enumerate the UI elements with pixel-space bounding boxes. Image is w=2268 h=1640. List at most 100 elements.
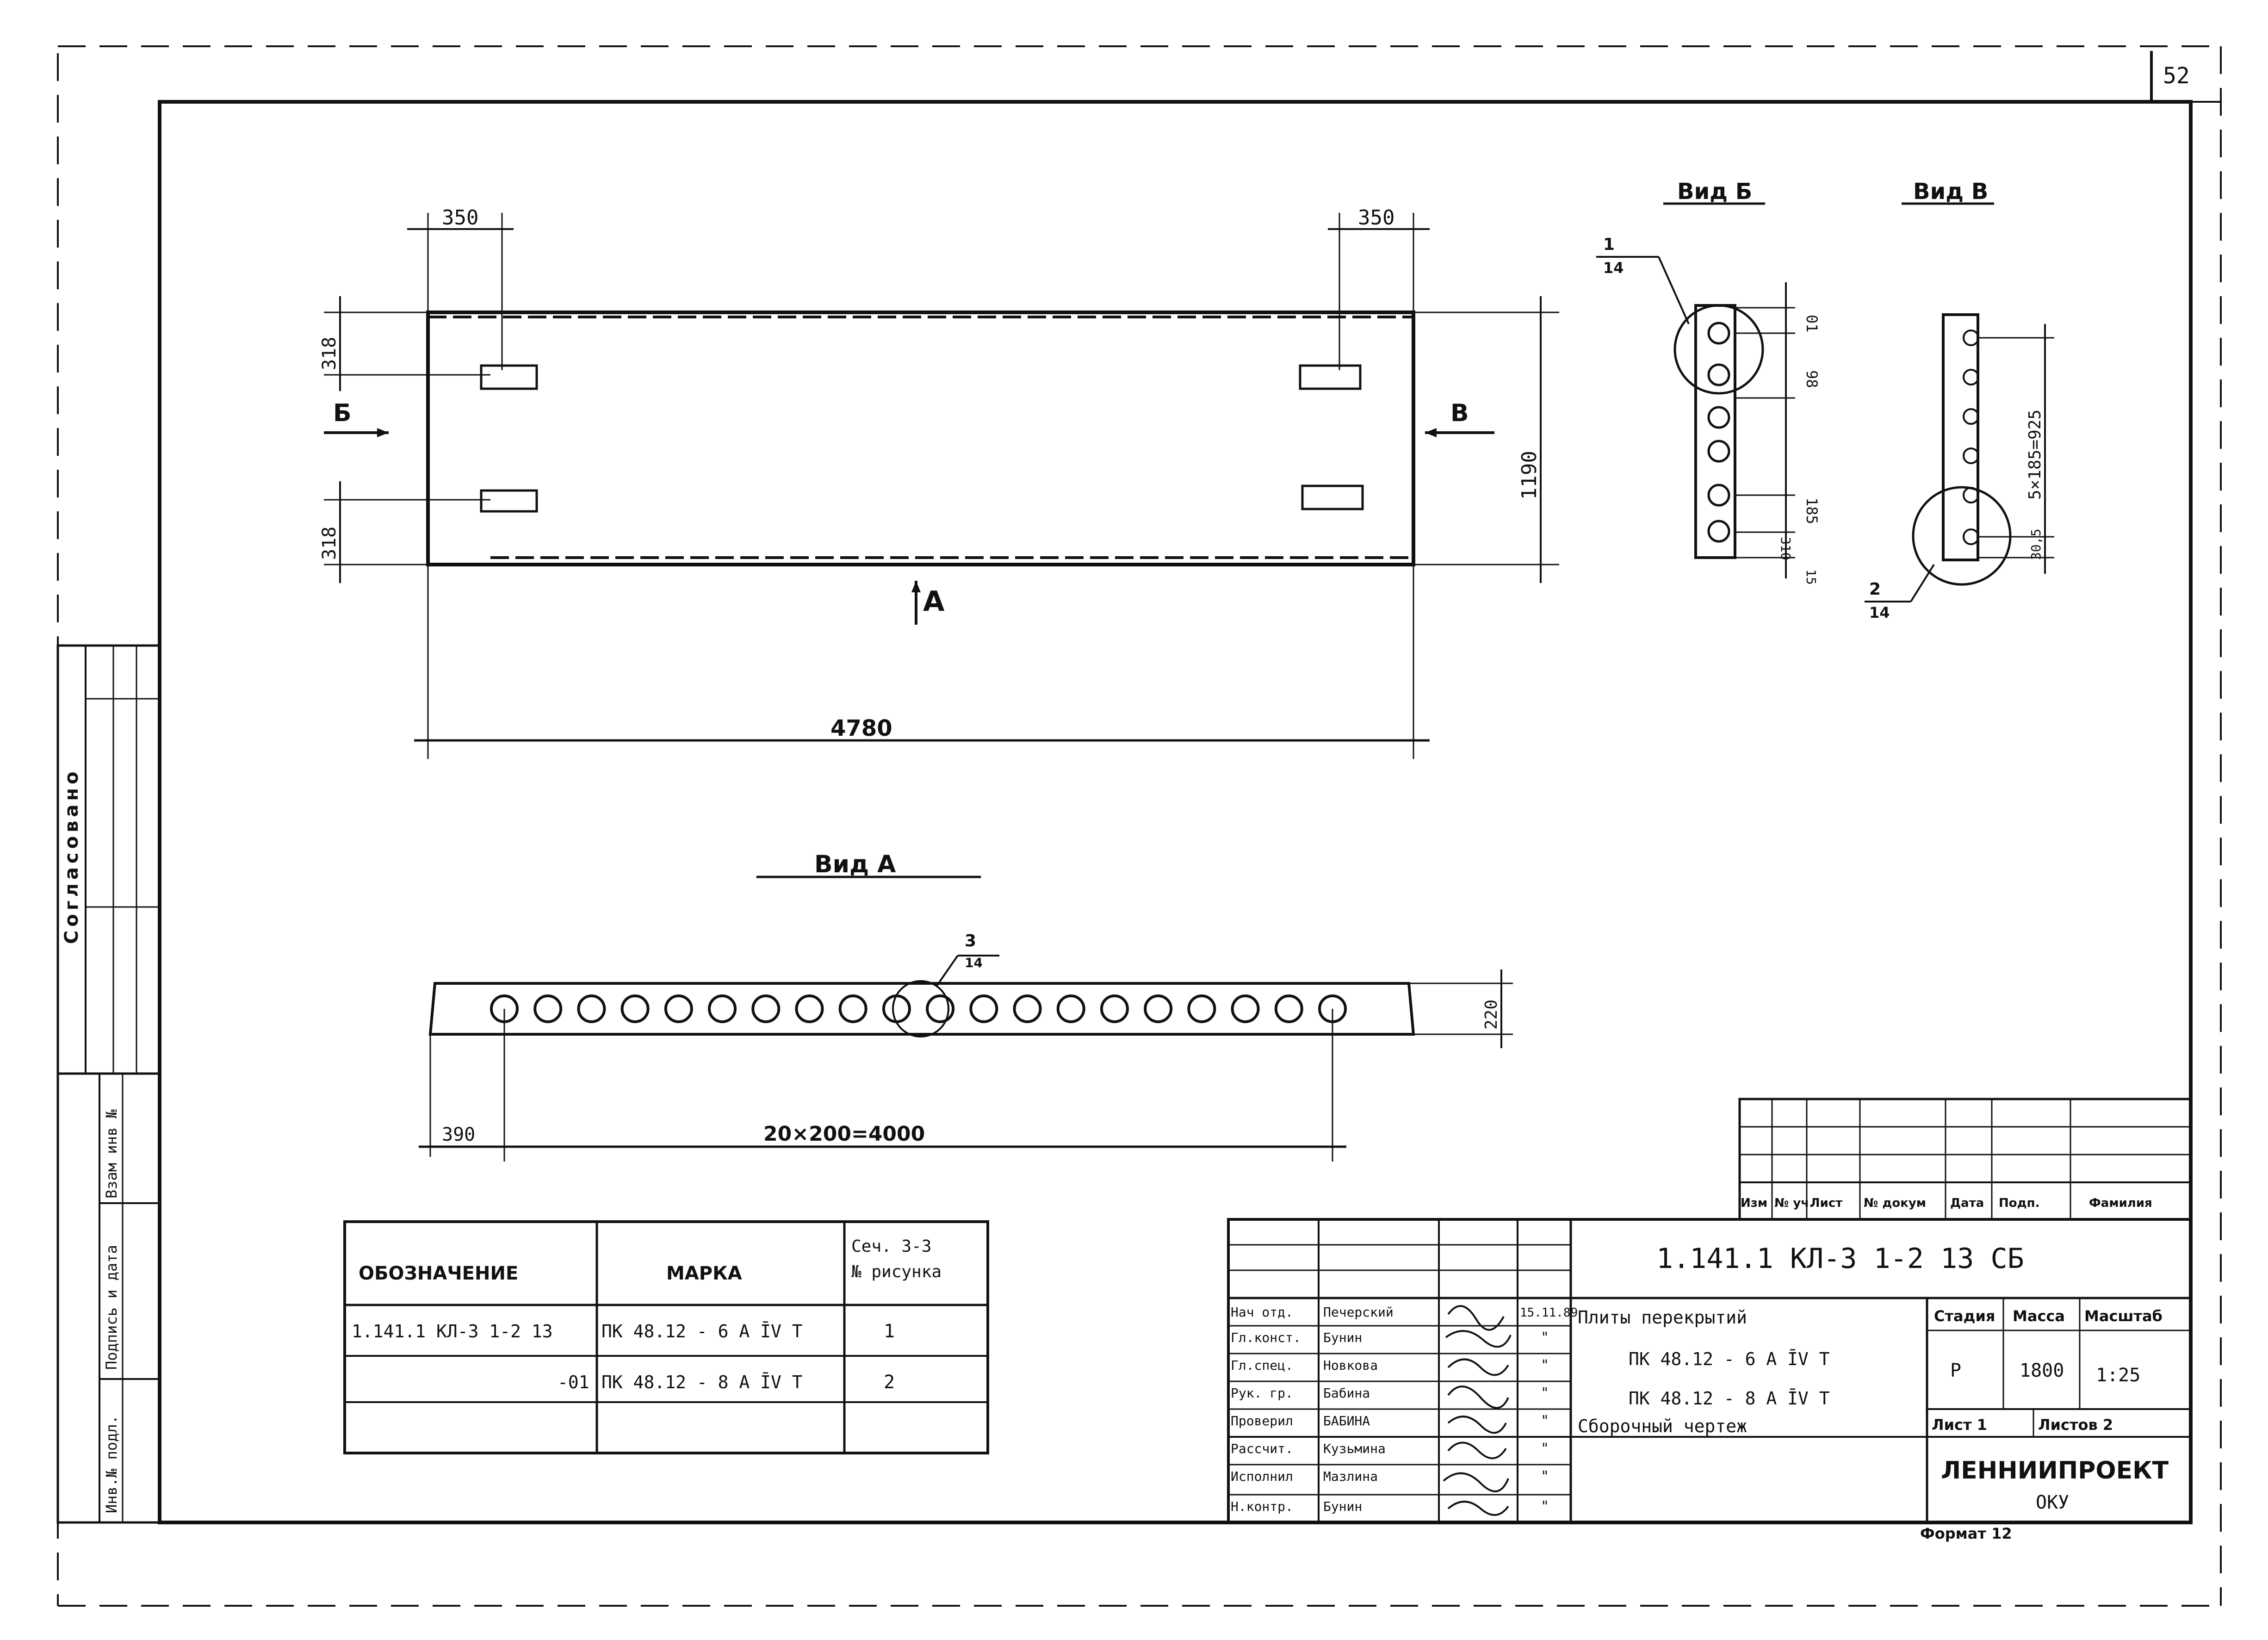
hole-circle <box>1100 994 1129 1023</box>
revision-header: № уч. <box>1774 1196 1814 1210</box>
view-b-callout-sheet: 14 <box>1603 259 1624 277</box>
revision-header: Изм <box>1741 1196 1767 1210</box>
dim-right-height: 1190 <box>1518 451 1541 500</box>
spec-header-mark: МАРКА <box>666 1263 742 1284</box>
hole-circle <box>577 994 606 1023</box>
view-a-callout-sheet: 14 <box>965 955 983 970</box>
spec-row2-section: 2 <box>884 1372 895 1393</box>
sheet-label: Лист 1 <box>1932 1416 1987 1434</box>
view-b-dim-b: 185 <box>1803 497 1821 524</box>
revision-header: Подп. <box>1999 1196 2039 1210</box>
scale-value: 1:25 <box>2096 1365 2140 1386</box>
spec-row1-section: 1 <box>884 1321 895 1342</box>
staff-role: Гл.спец. <box>1231 1358 1293 1373</box>
swap-inv-label: Взам инв № <box>103 1109 120 1199</box>
organization-name: ЛЕННИИПРОЕКТ <box>1941 1457 2169 1485</box>
staff-name: Печерский <box>1323 1305 1394 1320</box>
description-line: Плиты перекрытий <box>1578 1307 1747 1328</box>
staff-name: Мазлина <box>1323 1469 1378 1484</box>
view-b-callout-num: 1 <box>1603 235 1615 254</box>
sheets-label: Листов 2 <box>2038 1416 2113 1434</box>
agreed-label: Согласовано <box>61 768 82 944</box>
spec-row2-designation: -01 <box>558 1372 589 1392</box>
dim-top-right: 350 <box>1358 206 1394 230</box>
document-code: 1.141.1 КЛ-3 1-2 13 СБ <box>1656 1242 2024 1275</box>
spec-table <box>343 1220 989 1454</box>
staff-role: Нач отд. <box>1231 1305 1293 1320</box>
staff-name: Бунин <box>1323 1499 1362 1514</box>
view-b-dim-top: 01 <box>1803 315 1821 333</box>
inv-orig-label: Инв.№ подл. <box>103 1415 120 1513</box>
staff-name: Бабина <box>1323 1385 1370 1401</box>
hole-circle <box>882 994 911 1023</box>
staff-date: " <box>1541 1385 1549 1401</box>
hole-circle <box>620 994 650 1023</box>
staff-date: 15.11.89 <box>1520 1306 1578 1320</box>
view-b-title: Вид Б <box>1677 179 1752 205</box>
hole-circle <box>1318 994 1347 1023</box>
view-v-dim-bottom: 30,5 <box>2028 529 2044 560</box>
dim-top-left: 350 <box>442 206 478 230</box>
view-b-dim-a: 98 <box>1803 370 1821 388</box>
description-line: Сборочный чертеж <box>1578 1416 1747 1436</box>
hole-circle <box>490 994 519 1023</box>
spec-row1-mark: ПК 48.12 - 6 А ĪV Т <box>601 1321 803 1342</box>
view-arrow-bottom: А <box>923 585 945 618</box>
sheet-number: 52 <box>2163 63 2190 89</box>
hole-circle <box>1144 994 1173 1023</box>
spec-header-designation: ОБОЗНАЧЕНИЕ <box>359 1263 518 1284</box>
view-a-callout-num: 3 <box>965 932 976 950</box>
hole-circle <box>1056 994 1085 1023</box>
hole-circle <box>1274 994 1303 1023</box>
hole-circle <box>708 994 737 1023</box>
view-v-dim-span: 5×185=925 <box>2026 410 2045 500</box>
view-a-dim-offset: 390 <box>442 1124 475 1145</box>
hole-circle <box>969 994 998 1023</box>
staff-date: " <box>1541 1329 1549 1346</box>
hole-circle <box>533 994 563 1023</box>
staff-role: Рассчит. <box>1231 1441 1293 1456</box>
hole-circle <box>751 994 781 1023</box>
hole-circle <box>795 994 824 1023</box>
mass-value: 1800 <box>2020 1360 2064 1381</box>
spec-header-section: Сеч. 3-3 № рисунка <box>851 1237 942 1281</box>
staff-date: " <box>1541 1413 1549 1429</box>
view-arrow-left: Б <box>333 399 352 427</box>
description-line: ПК 48.12 - 6 А ĪV Т <box>1629 1349 1830 1369</box>
side-stamp <box>56 644 161 1524</box>
staff-role: Рук. гр. <box>1231 1385 1293 1401</box>
view-v <box>1865 202 2054 603</box>
view-b <box>1596 202 1795 578</box>
title-block <box>1227 1098 2192 1524</box>
hole-circle <box>926 994 955 1023</box>
revision-header: Дата <box>1950 1196 1984 1210</box>
view-v-callout-num: 2 <box>1869 580 1881 599</box>
hole-circle <box>838 994 868 1023</box>
staff-date: " <box>1541 1357 1549 1373</box>
mass-label: Масса <box>2013 1307 2065 1325</box>
description-line: ПК 48.12 - 8 А ĪV Т <box>1629 1388 1830 1409</box>
view-a-title: Вид А <box>814 851 896 878</box>
staff-role: Гл.конст. <box>1231 1330 1301 1345</box>
view-a <box>419 876 1513 1162</box>
staff-name: Новкова <box>1323 1358 1378 1373</box>
staff-date: " <box>1541 1441 1549 1457</box>
staff-name: Кузьмина <box>1323 1441 1386 1456</box>
hollow-core-holes <box>490 994 1347 1023</box>
hole-circle <box>1187 994 1216 1023</box>
view-b-dim-d: 15 <box>1803 569 1819 585</box>
staff-role: Проверил <box>1231 1413 1293 1429</box>
staff-role: Н.контр. <box>1231 1499 1293 1514</box>
staff-name: БАБИНА <box>1323 1413 1370 1429</box>
view-a-dim-height: 220 <box>1482 1000 1501 1030</box>
spec-row2-mark: ПК 48.12 - 8 А ĪV Т <box>601 1372 803 1392</box>
view-b-dim-c: 310 <box>1778 537 1793 560</box>
plan-view <box>324 213 1559 759</box>
stage-label: Стадия <box>1934 1307 1995 1325</box>
stage-value: Р <box>1950 1360 1961 1381</box>
revision-header: Фамилия <box>2089 1196 2152 1210</box>
